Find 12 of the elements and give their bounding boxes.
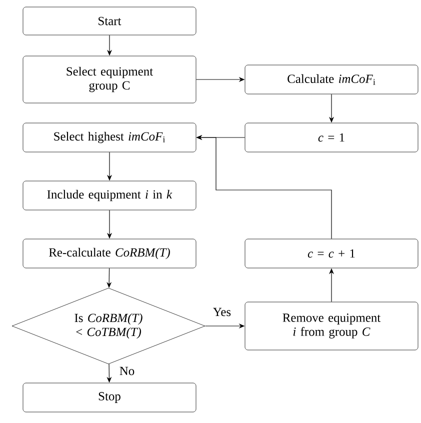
edge-label: Yes [212,306,232,318]
process-box: Select equipment group C [22,56,196,104]
process-box: c = 1 [244,122,418,152]
process-box: Select highest imCoF$_{i}$ [22,122,196,152]
process-box: Stop [22,382,196,412]
process-box: Start [22,6,196,36]
process-box: Calculate imCoF$_{i}$ [244,64,418,94]
process-box: Include equipment i in k [22,180,196,210]
edge-label: No [118,366,136,376]
process-box: c = c + 1 [244,238,418,268]
process-box: Re-calculate CoRBM(T) [22,238,196,268]
process-box: Remove equipment i from group C [244,302,418,350]
